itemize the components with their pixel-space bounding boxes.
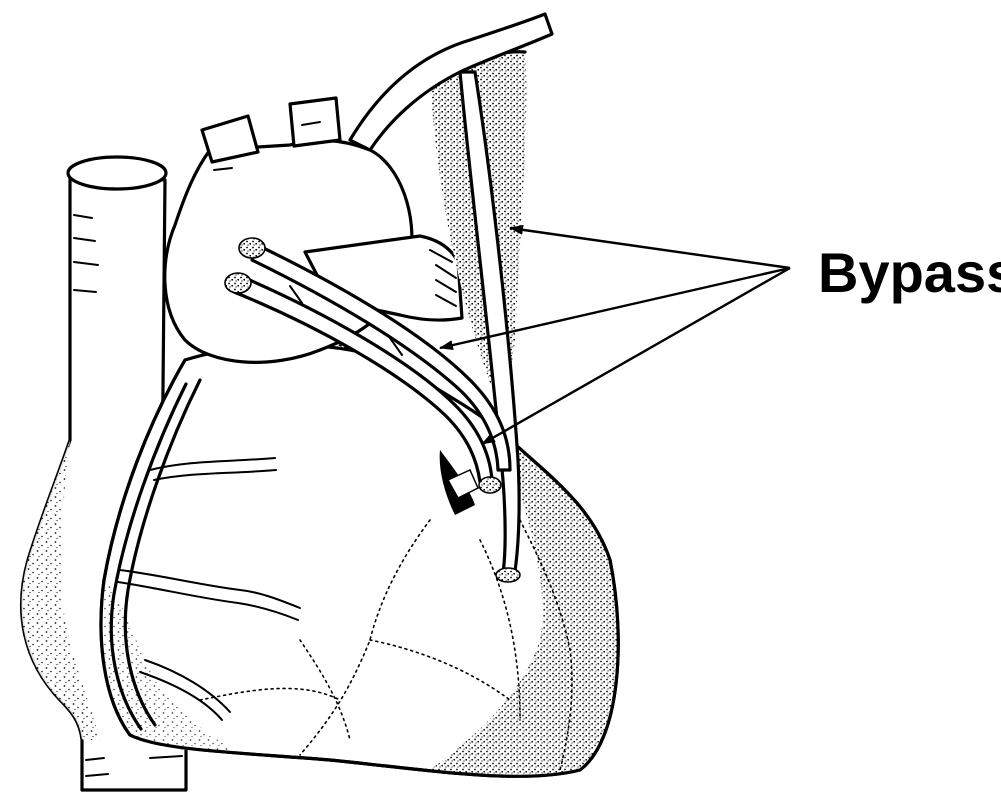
arrow-to-lower-vein-graft [482,268,790,444]
bypass-label: Bypass [818,241,1001,304]
arrow-to-mammary-graft [510,228,790,268]
